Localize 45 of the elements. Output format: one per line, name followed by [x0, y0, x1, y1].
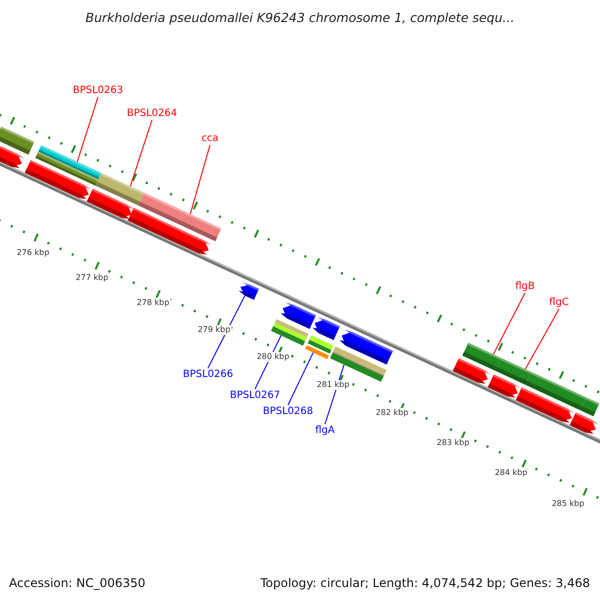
gene-label: flgA [315, 425, 335, 437]
leader-line [130, 120, 152, 187]
gene-label: BPSL0268 [262, 406, 314, 418]
scale-label: 283 kbp [436, 438, 470, 448]
leader-line [76, 96, 98, 162]
scale-label: 276 kbp [16, 248, 50, 258]
gene-shape [238, 282, 259, 300]
gene-block [580, 398, 600, 416]
scale-label: 280 kbp [256, 352, 290, 362]
leader-line [208, 295, 246, 368]
scale-label: 278 kbp [136, 298, 170, 308]
scale-label: 285 kbp [550, 499, 586, 509]
gene-label: BPSL0267 [230, 390, 280, 402]
gene-label: BPSL0263 [72, 85, 124, 97]
gene-label: BPSL0264 [126, 108, 178, 120]
gene-label: flgC [549, 297, 569, 309]
scale-label: 282 kbp [374, 408, 410, 418]
gene-shape [570, 412, 598, 434]
scale-label: 281 kbp [316, 380, 350, 390]
gene-label: BPSL0266 [182, 369, 234, 381]
gene-block [305, 335, 334, 360]
gene-shape [128, 208, 212, 255]
footer-text: Topology: circular; Length: 4,074,542 bp; Genes: 3,468 [260, 575, 590, 592]
gene-shape [516, 387, 574, 423]
leader-line [190, 144, 210, 215]
gene-shape [86, 188, 134, 219]
footer-text: Accession: NC_006350 [9, 575, 146, 592]
leader-line [524, 308, 560, 370]
gene-shape [280, 302, 316, 329]
gene-shape [24, 160, 92, 200]
scale-label: 279 kbp [196, 325, 232, 335]
gene-shape [488, 374, 520, 398]
gene-shape [452, 358, 490, 384]
gene-shape [0, 146, 24, 168]
gene-label: flgB [515, 281, 535, 293]
gene-shape [340, 330, 393, 364]
leader-line [492, 292, 526, 355]
gene-block [271, 319, 308, 346]
gene-block [330, 346, 386, 382]
scale-label: 277 kbp [74, 273, 110, 283]
gene-shape [312, 317, 340, 340]
scale-label: 284 kbp [494, 468, 528, 478]
leader-line [288, 352, 314, 406]
gene-label: cca [201, 133, 219, 145]
title: Burkholderia pseudomallei K96243 chromosome 1, complete sequ... [84, 9, 516, 27]
